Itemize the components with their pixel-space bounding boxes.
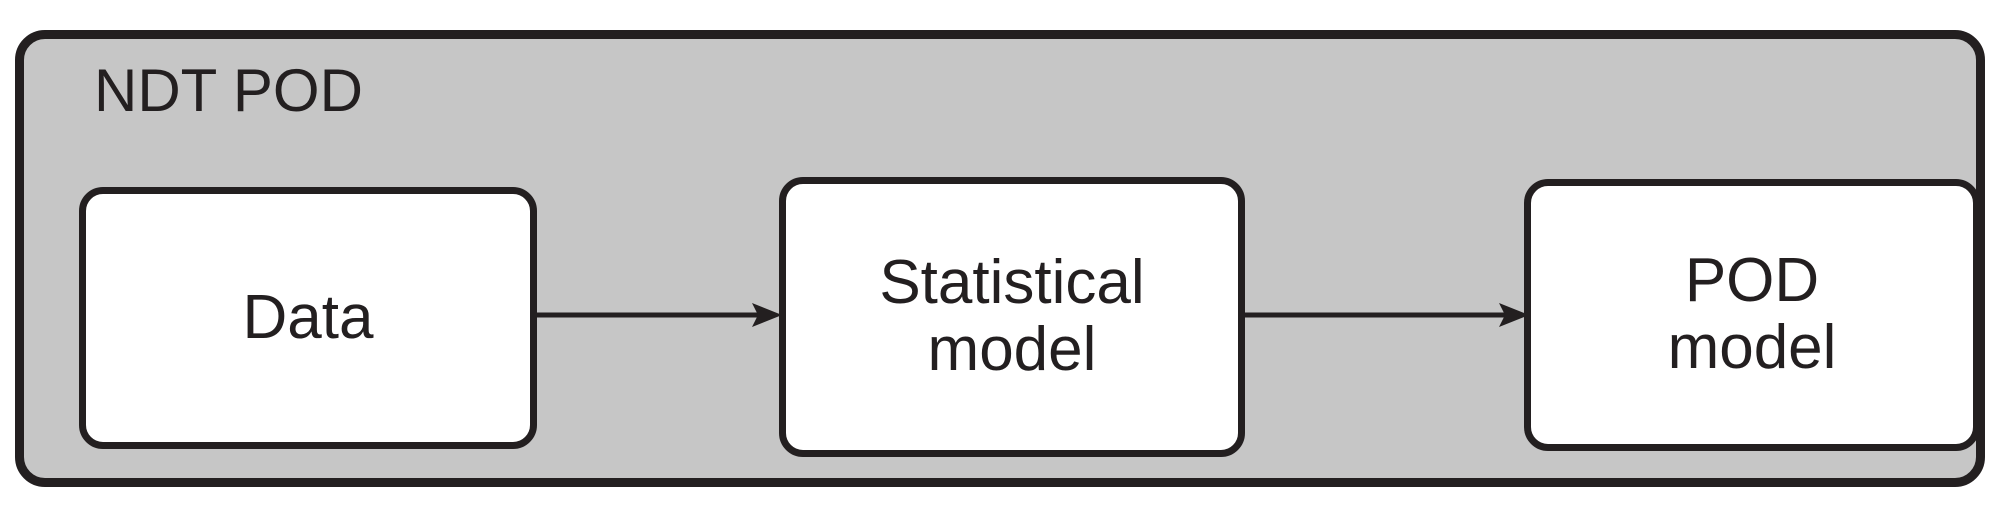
node-pod-model-label: POD model — [1667, 246, 1837, 382]
node-statistical-model[interactable]: Statistical model — [779, 177, 1245, 457]
ndt-pod-group-container: NDT POD Data Statistical model POD model — [15, 30, 1985, 487]
node-data[interactable]: Data — [79, 187, 537, 449]
node-pod-model[interactable]: POD model — [1524, 179, 1980, 451]
arrow-statistical-model-to-pod-model — [1243, 303, 1529, 327]
node-statistical-model-label: Statistical model — [879, 248, 1145, 384]
group-title: NDT POD — [94, 57, 363, 124]
arrow-data-to-statistical-model — [536, 303, 782, 327]
node-data-label: Data — [242, 282, 374, 352]
